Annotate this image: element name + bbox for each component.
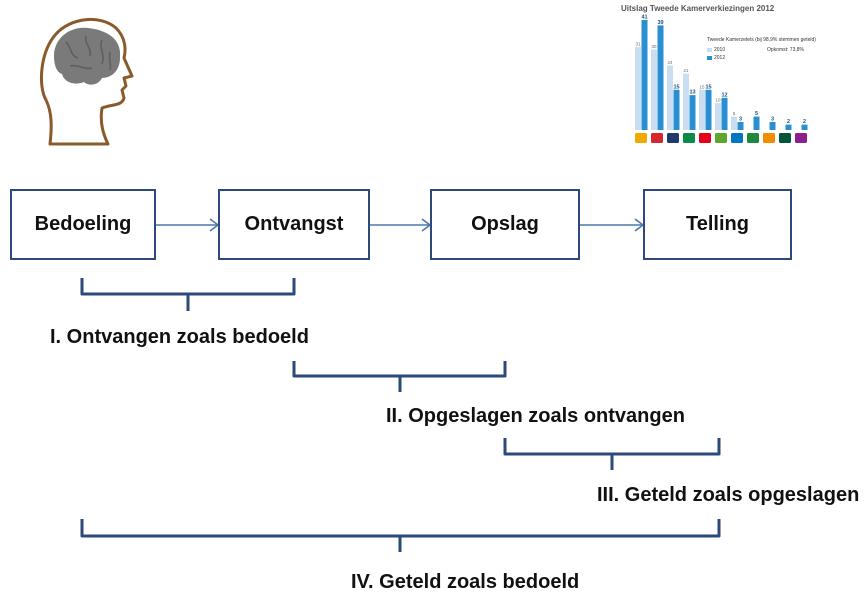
bar-value-label: 5	[733, 111, 736, 116]
party-logo-D66	[747, 133, 759, 143]
bar-value-label: 21	[683, 68, 689, 73]
step-label: Bedoeling	[34, 213, 132, 235]
brain-shape	[54, 27, 121, 85]
party-logo-CDA	[683, 133, 695, 143]
bracket-1	[80, 278, 296, 311]
bar-2012-VVD	[641, 20, 648, 130]
step-label: Ontvangst	[244, 213, 344, 235]
bar-value-label: 10	[715, 98, 721, 103]
bar-value-label: 31	[635, 41, 641, 46]
party-logo-GroenLinks	[715, 133, 727, 143]
party-logo-VVD	[635, 133, 647, 143]
bar-2010-GroenLinks	[715, 103, 721, 130]
bracket-label-3: III. Geteld zoals opgeslagen	[597, 484, 860, 506]
bracket-label-4: IV. Geteld zoals bedoeld	[351, 571, 580, 593]
bar-value-label: 24	[667, 60, 673, 65]
party-logo-SGP	[763, 133, 775, 143]
bracket-label-1: I. Ontvangen zoals bedoeld	[50, 326, 309, 348]
chart-turnout: Opkomst: 73,8%	[767, 47, 804, 53]
bar-2012-SGP	[769, 121, 776, 130]
bar-value-label: 3	[739, 116, 742, 122]
bar-2012-PvdD	[785, 124, 792, 130]
bracket-4	[80, 519, 721, 552]
party-logo-ChristenUnie	[731, 133, 743, 143]
step-label: Opslag	[471, 213, 539, 235]
bar-value-label: 5	[755, 111, 758, 117]
step-opslag: Opslag	[430, 189, 580, 260]
bar-2012-D66	[753, 116, 760, 130]
bar-2012-ChristenUnie	[737, 121, 744, 130]
bar-value-label: 39	[657, 20, 663, 26]
step-bedoeling: Bedoeling	[10, 189, 156, 260]
legend-label: 2012	[714, 55, 726, 61]
step-ontvangst: Ontvangst	[218, 189, 370, 260]
bar-2012-PVV	[673, 89, 680, 130]
bar-2010-ChristenUnie	[731, 116, 737, 130]
chart-subtitle: Tweede Kamerzetels (bij 98,9% stemmen ge…	[707, 37, 816, 43]
bar-2012-SP	[705, 89, 712, 130]
bar-value-label: 41	[641, 15, 647, 21]
chart-title: Uitslag Tweede Kamerverkiezingen 2012	[621, 4, 775, 13]
bracket-label-2: II. Opgeslagen zoals ontvangen	[386, 405, 685, 427]
bar-value-label: 30	[651, 44, 657, 49]
step-label: Telling	[686, 213, 749, 235]
legend-label: 2010	[714, 47, 726, 53]
bar-value-label: 15	[699, 84, 705, 89]
legend-2012: 2012	[707, 55, 725, 61]
bar-2012-50PLUS	[801, 124, 808, 130]
bar-2010-VVD	[635, 46, 641, 130]
bar-value-label: 3	[771, 116, 774, 122]
bar-2010-PvdA	[651, 49, 657, 131]
bar-value-label: 2	[803, 119, 806, 125]
bracket-2	[292, 361, 507, 392]
legend-swatch-2012	[707, 56, 712, 60]
party-logo-PVV	[667, 133, 679, 143]
party-logo-SP	[699, 133, 711, 143]
party-logo-PvdD	[779, 133, 791, 143]
bar-2012-PvdA	[657, 25, 664, 131]
brain-folds	[65, 35, 112, 71]
bar-2012-GroenLinks	[721, 97, 728, 130]
party-logo-PvdA	[651, 133, 663, 143]
bar-value-label: 13	[689, 90, 695, 96]
election-chart: Uitslag Tweede Kamerverkiezingen 2012 Tw…	[617, 0, 827, 150]
bar-2012-CDA	[689, 95, 696, 130]
step-telling: Telling	[643, 189, 792, 260]
party-logo-50PLUS	[795, 133, 807, 143]
bar-value-label: 15	[705, 84, 711, 90]
bracket-3	[503, 438, 721, 470]
bar-value-label: 12	[721, 92, 727, 98]
legend-swatch-2010	[707, 48, 712, 52]
legend-2010: 2010	[707, 47, 725, 53]
bar-2010-SP	[699, 89, 705, 130]
bar-2010-CDA	[683, 73, 689, 130]
human-head-with-brain-icon	[39, 17, 134, 146]
bar-value-label: 15	[673, 84, 679, 90]
bar-2010-PVV	[667, 65, 673, 130]
bar-value-label: 2	[787, 119, 790, 125]
